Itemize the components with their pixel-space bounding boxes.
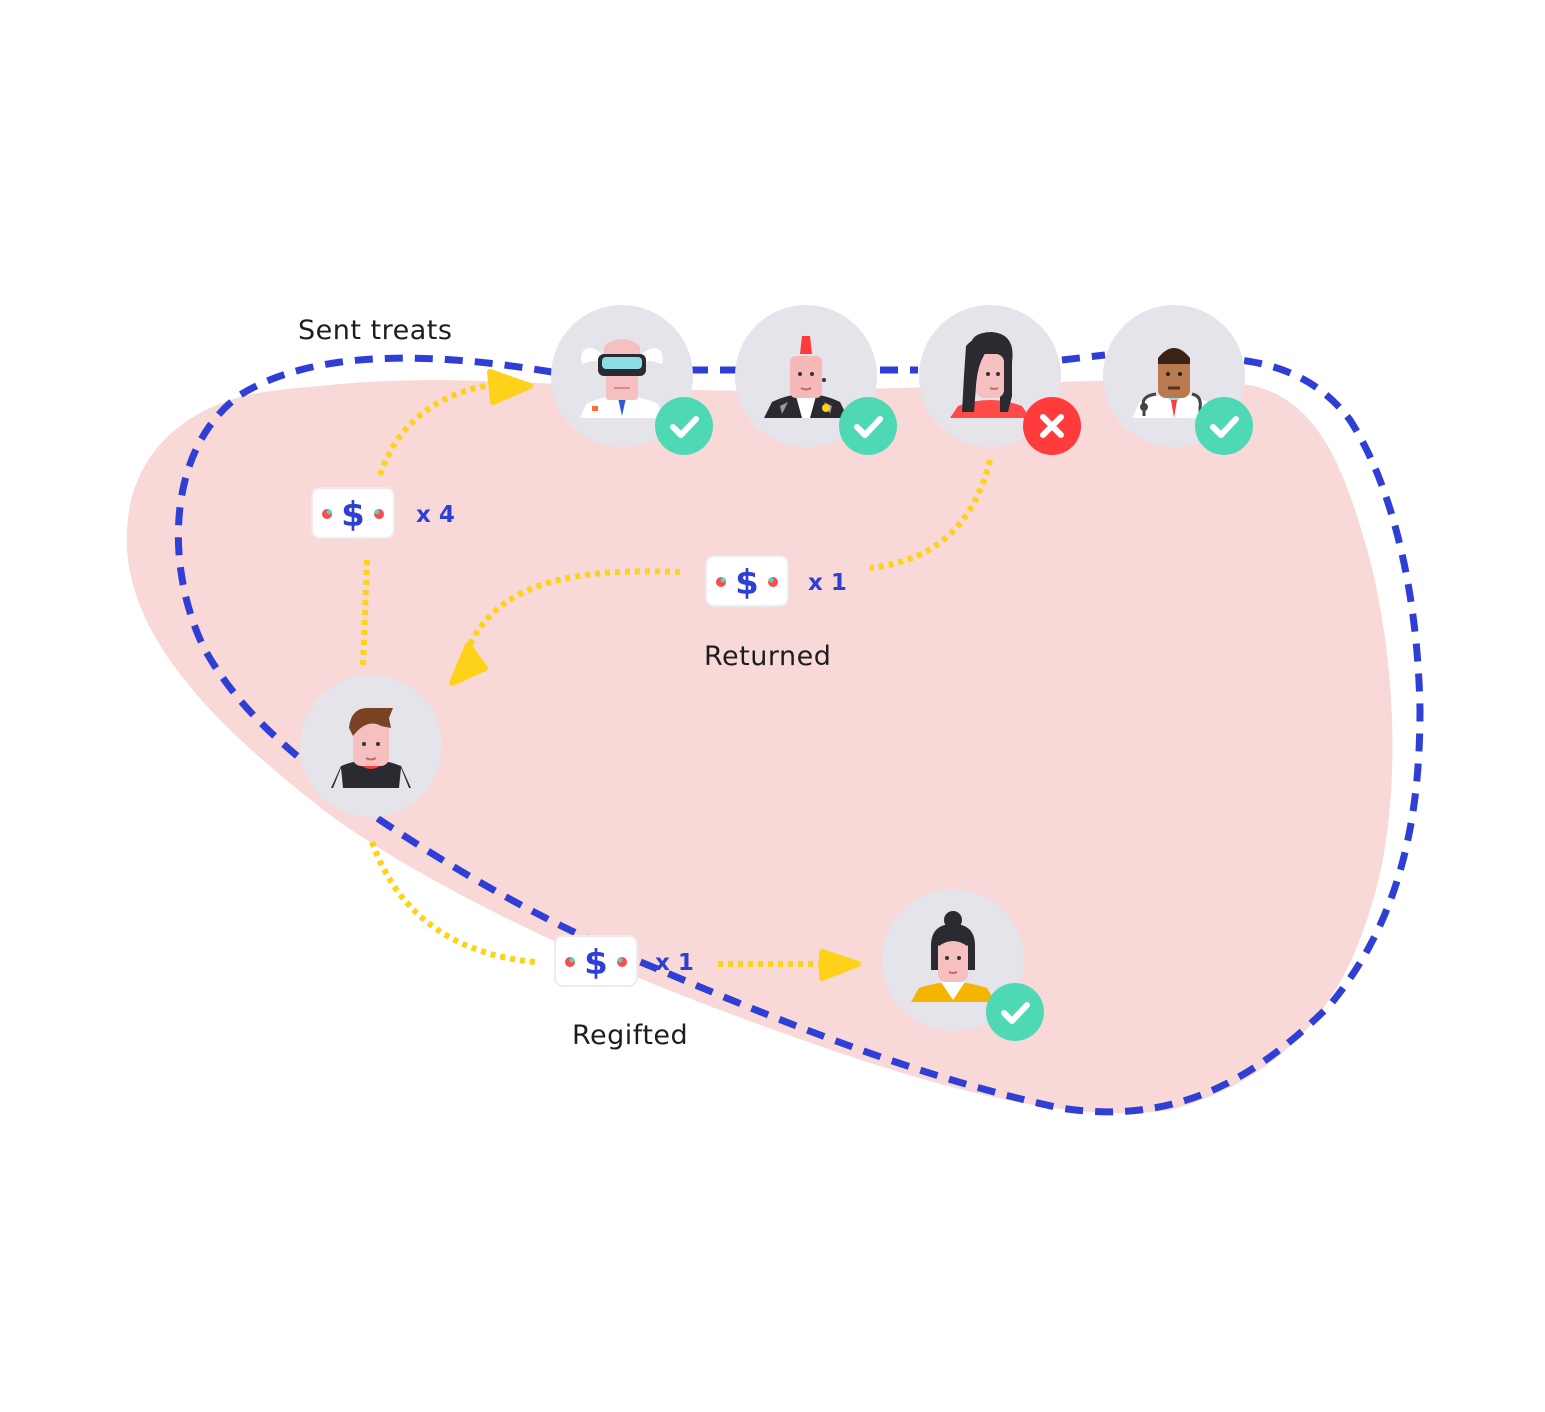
treat-card-top: $ — [311, 487, 395, 539]
flow-returned-to-sender — [467, 568, 681, 647]
accepted-badge — [986, 983, 1044, 1041]
regifted-label: Regifted — [572, 1020, 688, 1051]
sent-treats-loop — [174, 354, 1424, 1116]
dollar-icon: $ — [584, 943, 608, 983]
dollar-icon: $ — [341, 495, 365, 535]
treat-count-bottom: x 1 — [655, 950, 694, 976]
treat-count-middle: x 1 — [808, 570, 847, 596]
sent-treats-loop-top — [690, 351, 1106, 374]
arrowhead-icon — [819, 949, 861, 981]
flow-returned-from-woman — [869, 459, 993, 571]
scientist-vr-avatar — [551, 305, 693, 447]
man-brown-hair-avatar — [300, 675, 442, 817]
close-icon — [1040, 414, 1064, 438]
flow-sender-to-top — [377, 382, 491, 476]
treat-count-top: x 4 — [416, 502, 455, 528]
treat-card-bottom: $ — [554, 935, 638, 987]
sent-treats-label: Sent treats — [298, 315, 452, 346]
arrowhead-icon — [487, 369, 533, 405]
accepted-badge — [839, 397, 897, 455]
arrowhead-icon — [449, 642, 488, 686]
accepted-badge — [655, 397, 713, 455]
accepted-badge — [1195, 397, 1253, 455]
woman-long-hair-avatar — [919, 305, 1061, 447]
returned-label: Returned — [704, 641, 831, 672]
flow-sender-treat-link — [360, 559, 370, 666]
dollar-icon: $ — [735, 563, 759, 603]
treat-card-middle: $ — [705, 555, 789, 607]
punk-avatar — [735, 305, 877, 447]
group-blob — [126, 379, 1393, 1114]
woman-bun-avatar — [882, 889, 1024, 1031]
